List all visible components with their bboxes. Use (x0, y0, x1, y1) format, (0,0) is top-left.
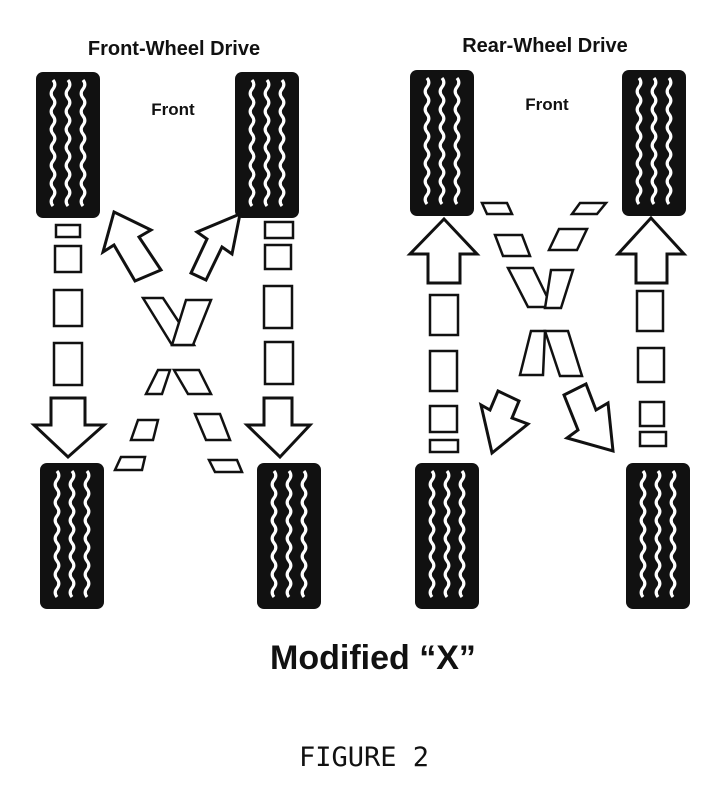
tire-front-left (36, 72, 100, 218)
tire-rear-right (626, 463, 690, 609)
tire-front-right (622, 70, 686, 216)
arrow-up-left (406, 216, 481, 285)
tire-rear-right (257, 463, 321, 609)
tire-front-left (410, 70, 474, 216)
arrow-down-left (30, 396, 108, 460)
rear-wheel-drive-diagram: Rear-Wheel Drive Front (406, 35, 690, 609)
dashed-path-right-straight (262, 220, 295, 386)
diagram-caption: Modified “X” (270, 639, 476, 677)
arrow-up-right (614, 215, 688, 285)
arrow-down-left-diagonal (478, 388, 531, 456)
dashed-path-cross (113, 296, 244, 474)
front-wheel-drive-diagram: Front-Wheel Drive Front (30, 38, 321, 609)
arrow-up-right-diagonal (189, 211, 243, 282)
arrow-up-left-diagonal (100, 209, 164, 283)
front-wheel-drive-title: Front-Wheel Drive (88, 38, 260, 60)
arrow-down-right (243, 396, 314, 460)
dashed-path-cross (480, 201, 609, 378)
arrow-down-right-diagonal (562, 381, 615, 454)
figure-label: FIGURE 2 (299, 742, 429, 773)
front-wheel-drive-front-label: Front (151, 100, 195, 119)
rear-wheel-drive-title: Rear-Wheel Drive (462, 35, 628, 57)
tire-rear-left (40, 463, 104, 609)
dashed-path-left-straight (428, 293, 460, 454)
tire-front-right (235, 72, 299, 218)
rear-wheel-drive-front-label: Front (525, 95, 569, 114)
dashed-path-left-straight (52, 223, 84, 387)
dashed-path-right-straight (635, 289, 668, 448)
tire-rear-left (415, 463, 479, 609)
